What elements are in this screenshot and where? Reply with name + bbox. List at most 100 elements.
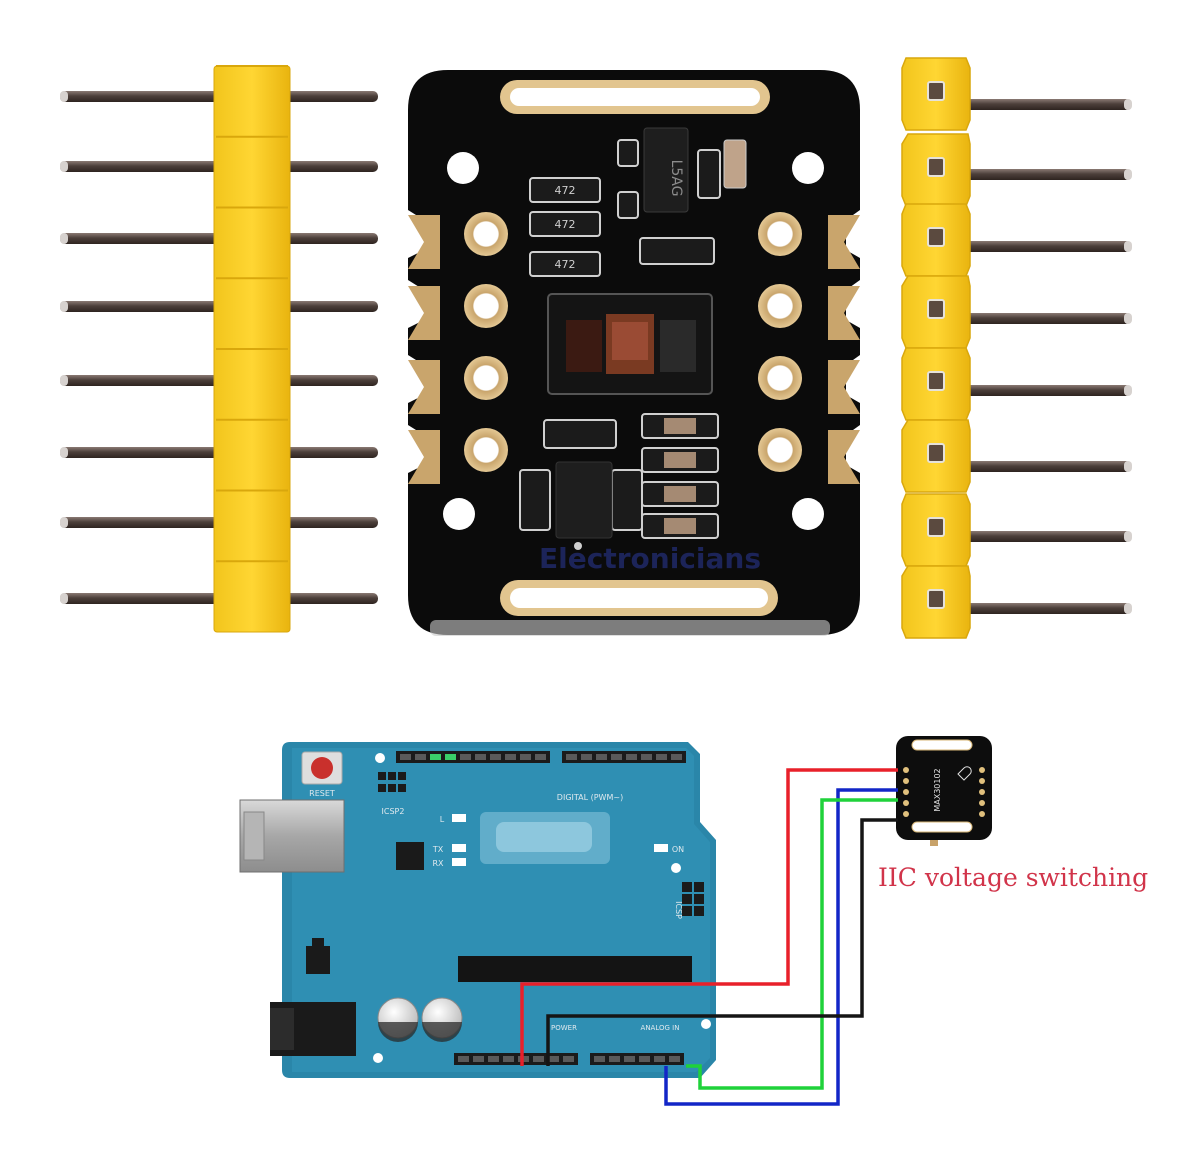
- arduino-mount-hole-1: [375, 753, 385, 763]
- wire-red: [520, 768, 898, 1066]
- pcb-mount-hole-4: [792, 498, 824, 530]
- mini-module-slot-top: [911, 739, 973, 751]
- pcb-smd-part-14: [611, 469, 643, 531]
- arduino-analog-header-row-pin-4: [639, 1056, 650, 1062]
- pcb-smd-resistor-body-2: [664, 452, 696, 468]
- pcb-left-edge-pad-4: [408, 430, 440, 484]
- arduino-power-header-row-pin-3: [488, 1056, 499, 1062]
- right-pin-tip-5: [1124, 385, 1132, 396]
- arduino-icsp2-pin-2: [388, 772, 396, 780]
- arduino-icsp2-pin-4: [378, 784, 386, 792]
- arduino-uno-board: RESET ICSP2 DIGITAL (PWM~) L TX RX ON IC…: [239, 742, 716, 1078]
- pcb-smd-part-13: [519, 469, 551, 531]
- pcb-bottom-ic: [555, 461, 613, 539]
- mini-module-left-pad-3: [903, 789, 909, 795]
- right-header-segments: [901, 57, 971, 639]
- sensor-pcb-board: L5AG 472 472 472 Electronicians: [408, 70, 860, 636]
- arduino-digital-header-left-pin-7: [490, 754, 501, 760]
- pcb-watermark: Electronicians: [539, 542, 761, 575]
- arduino-led-on-label: ON: [672, 845, 684, 854]
- arduino-led-l-label: L: [440, 815, 445, 824]
- arduino-icsp-pin-2: [694, 882, 704, 892]
- arduino-digital-header-right-pin-6: [641, 754, 652, 760]
- arduino-digital-header-left-pin-1: [400, 754, 411, 760]
- pcb-right-edge-pad-1: [828, 215, 860, 269]
- arduino-digital-header-left-pin-9: [520, 754, 531, 760]
- right-pin-8: [955, 603, 1131, 614]
- left-pin-tip-6: [60, 447, 68, 458]
- arduino-led-tx-label: TX: [432, 845, 444, 854]
- pcb-smd-part-6: [697, 149, 721, 199]
- pcb-smd-part-7: [639, 237, 715, 265]
- pcb-resistor-label-1: 472: [555, 184, 576, 197]
- arduino-digital-header-right-pin-3: [596, 754, 607, 760]
- pcb-smd-resistor-body-3: [664, 486, 696, 502]
- right-pin-socket-3: [927, 227, 945, 247]
- left-header-segments: [216, 65, 288, 563]
- arduino-analog-header: [590, 1053, 684, 1065]
- arduino-power-header-row-body: [454, 1053, 578, 1065]
- arduino-digital-header-right-body: [562, 751, 686, 763]
- arduino-led-rx: [452, 858, 466, 866]
- arduino-mcu: [458, 956, 692, 982]
- arduino-regulator: [306, 946, 330, 974]
- arduino-usb-slot: [243, 811, 265, 861]
- arduino-icsp-pin-1: [682, 882, 692, 892]
- wire-green: [686, 798, 898, 1090]
- pcb-left-plated-hole-2: [464, 284, 508, 328]
- arduino-power-jack-front: [270, 1008, 294, 1050]
- arduino-capacitor-2-stripe: [422, 1022, 462, 1042]
- arduino-analog-label: ANALOG IN: [641, 1024, 680, 1032]
- pcb-right-plated-hole-3: [758, 356, 802, 400]
- arduino-mount-hole-4: [701, 1019, 711, 1029]
- left-pin-tip-4: [60, 301, 68, 312]
- right-pin-tip-2: [1124, 169, 1132, 180]
- arduino-led-l: [452, 814, 466, 822]
- arduino-icsp2-pin-3: [398, 772, 406, 780]
- arduino-logo-area-inner: [496, 822, 592, 852]
- mini-module-pads: [903, 767, 985, 817]
- pcb-smd-resistor-body-1: [664, 418, 696, 434]
- pcb-smd-part-8: [543, 419, 617, 449]
- mini-module-jumper: [930, 840, 938, 846]
- pcb-right-plated-hole-1: [758, 212, 802, 256]
- arduino-power-label: POWER: [551, 1024, 577, 1032]
- right-pin-tip-7: [1124, 531, 1132, 542]
- pcb-mount-hole-2: [792, 152, 824, 184]
- left-pin-header: [60, 65, 378, 633]
- right-pin-6: [955, 461, 1131, 472]
- arduino-icsp-header: [682, 882, 704, 916]
- arduino-power-header-row-pin-2: [473, 1056, 484, 1062]
- arduino-inner-shade: [292, 748, 710, 1072]
- arduino-mount-hole-3: [373, 1053, 383, 1063]
- right-pin-4: [955, 313, 1131, 324]
- mini-module-right-pad-2: [979, 778, 985, 784]
- pcb-smd-part-5: [617, 191, 639, 219]
- pcb-edge: [430, 620, 830, 636]
- arduino-icsp2-pin-5: [388, 784, 396, 792]
- arduino-mount-hole-2: [671, 863, 681, 873]
- mini-module-left-pad-1: [903, 767, 909, 773]
- pcb-left-plated-hole-3: [464, 356, 508, 400]
- pcb-left-plated-hole-4: [464, 428, 508, 472]
- right-pin-socket-7: [927, 517, 945, 537]
- pcb-left-edge-pad-1: [408, 215, 440, 269]
- right-pin-tip-6: [1124, 461, 1132, 472]
- wire-black: [546, 818, 898, 1066]
- pcb-right-edge-pad-2: [828, 286, 860, 340]
- arduino-capacitor-1-stripe: [378, 1022, 418, 1042]
- right-pin-socket-8: [927, 589, 945, 609]
- pcb-optical-window-4: [660, 320, 696, 372]
- pcb-right-edge-pad-3: [828, 360, 860, 414]
- left-pin-tip-2: [60, 161, 68, 172]
- arduino-digital-header: [396, 751, 686, 763]
- arduino-icsp-pin-6: [694, 906, 704, 916]
- arduino-digital-header-right-pin-7: [656, 754, 667, 760]
- arduino-reset-button: [311, 757, 333, 779]
- left-pin-tip-7: [60, 517, 68, 528]
- arduino-digital-header-left-pin-8: [505, 754, 516, 760]
- pcb-left-edge-pad-2: [408, 286, 440, 340]
- pcb-plated-holes: [464, 212, 802, 472]
- arduino-digital-header-left-pin-6: [475, 754, 486, 760]
- mini-module-body: [896, 736, 992, 840]
